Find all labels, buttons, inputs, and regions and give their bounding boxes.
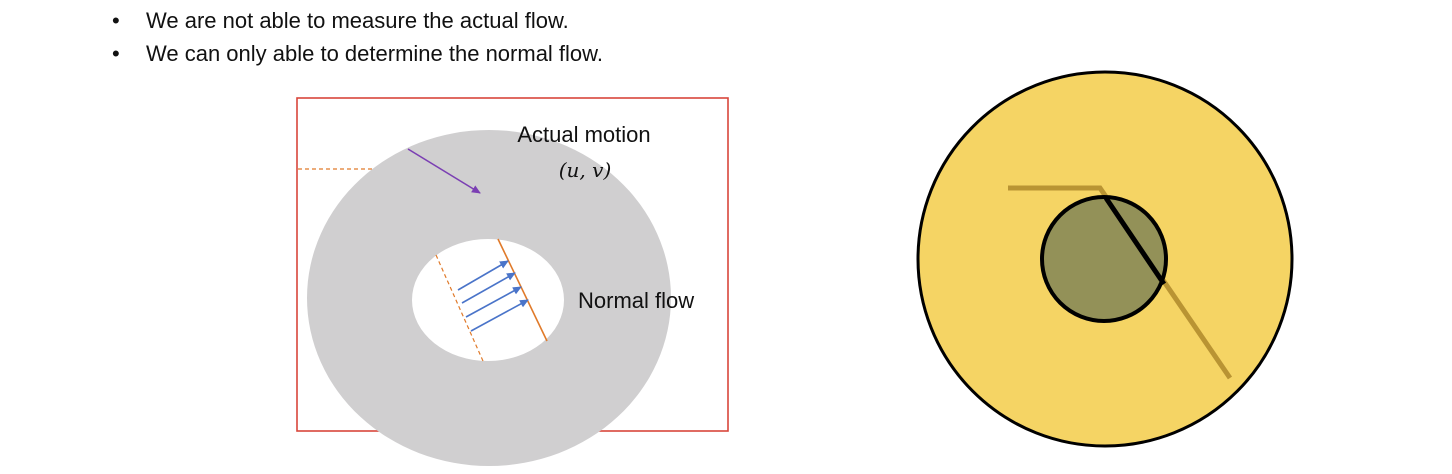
actual-motion-label: Actual motion <box>517 122 650 147</box>
bullet-item: • We can only able to determine the norma… <box>104 37 603 70</box>
small-olive-circle <box>1040 195 1168 323</box>
visible-line-segment <box>1103 196 1167 286</box>
normal-flow-label: Normal flow <box>578 288 694 313</box>
bullet-item: • We are not able to measure the actual f… <box>104 4 603 37</box>
gray-donut <box>307 130 671 466</box>
previous-edge-line <box>435 254 484 362</box>
tan-line-outside <box>1008 185 1233 380</box>
bullet-dot: • <box>112 41 120 66</box>
normal-flow-arrow <box>470 299 529 332</box>
bullet-dot: • <box>112 8 120 33</box>
normal-flow-arrow <box>457 260 509 291</box>
actual-motion-arrow <box>407 148 481 194</box>
aperture-diagram: Actual motion (u, v) Normal flow <box>296 97 729 466</box>
normal-flow-arrow <box>465 286 522 318</box>
aperture-illustration <box>916 70 1294 448</box>
bullet-text-2: We can only able to determine the normal… <box>146 41 603 66</box>
moved-edge-line <box>497 238 548 342</box>
bullet-text-1: We are not able to measure the actual fl… <box>146 8 569 33</box>
bullet-list: • We are not able to measure the actual f… <box>104 4 603 70</box>
actual-motion-math: (u, v) <box>559 158 612 182</box>
normal-flow-arrow <box>461 272 516 304</box>
